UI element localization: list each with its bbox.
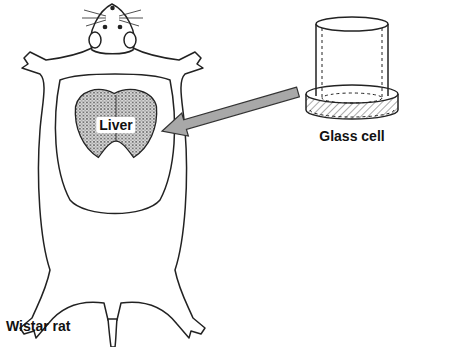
liver-organ: Liver (72, 82, 160, 164)
node-label: Liver (96, 117, 135, 133)
flow-arrow (162, 87, 299, 136)
figure-label: Wistar rat (6, 318, 70, 334)
node-label: Glass cell (300, 128, 404, 144)
glass-cell-shape (300, 14, 404, 122)
glass-cell: Glass cell (300, 14, 404, 144)
